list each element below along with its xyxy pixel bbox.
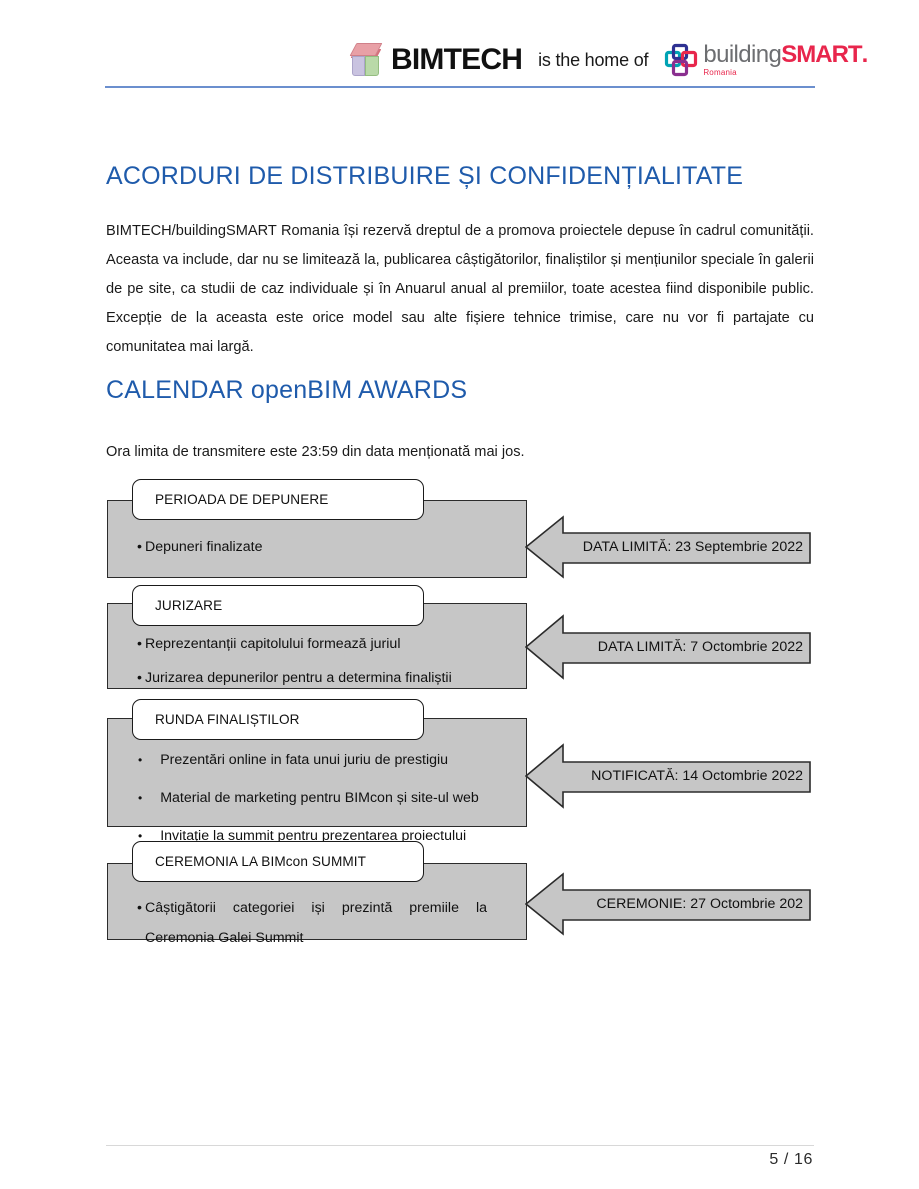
- bullet-glyph: •: [137, 539, 142, 555]
- buildingsmart-wordmark: building SMART . Romania: [703, 43, 868, 77]
- buildingsmart-region-text: Romania: [703, 68, 737, 77]
- list-item: • Material de marketing pentru BIMcon și…: [120, 788, 520, 808]
- buildingsmart-logo: building SMART . Romania: [664, 43, 868, 77]
- buildingsmart-smart-text: SMART: [781, 41, 862, 68]
- timeline-stage: PERIOADA DE DEPUNERE • Depuneri finaliza…: [107, 479, 527, 578]
- list-item-text: Invitație la summit pentru prezentarea p…: [160, 828, 467, 844]
- header-divider-rule: [105, 86, 815, 88]
- bullet-glyph: •: [138, 791, 143, 805]
- callout-text: CEREMONIE: 27 Octombrie 202: [596, 896, 803, 912]
- callout-text: NOTIFICATĂ: 14 Octombrie 2022: [591, 768, 803, 784]
- bullet-glyph: •: [138, 829, 143, 843]
- bimtech-logo: BIMTECH: [349, 42, 523, 78]
- bullet-glyph: •: [137, 670, 142, 686]
- paragraph-deadline-time: Ora limita de transmitere este 23:59 din…: [106, 443, 525, 460]
- stage-label: JURIZARE: [132, 585, 424, 626]
- timeline-callout: DATA LIMITĂ: 7 Octombrie 2022: [525, 613, 811, 681]
- stage-items: • Reprezentanții capitolului formează ju…: [137, 634, 517, 702]
- list-item-text: Material de marketing pentru BIMcon și s…: [160, 790, 479, 806]
- stage-label-text: RUNDA FINALIȘTILOR: [155, 712, 300, 727]
- interlocking-squares-icon: [664, 43, 698, 77]
- paragraph-confidentiality: BIMTECH/buildingSMART Romania își rezerv…: [106, 222, 814, 355]
- callout-text: DATA LIMITĂ: 23 Septembrie 2022: [582, 539, 803, 555]
- page-header: BIMTECH is the home of building SMART: [0, 0, 919, 92]
- stage-label-text: JURIZARE: [155, 598, 223, 613]
- list-item-text: Depuneri finalizate: [144, 539, 263, 555]
- timeline-stage: CEREMONIA LA BIMcon SUMMIT • Câștigători…: [107, 841, 527, 946]
- stage-label-text: PERIOADA DE DEPUNERE: [155, 492, 329, 507]
- bimtech-wordmark: BIMTECH: [391, 43, 523, 76]
- buildingsmart-period: .: [861, 41, 869, 68]
- bullet-glyph: •: [138, 753, 143, 767]
- stage-label: CEREMONIA LA BIMcon SUMMIT: [132, 841, 424, 882]
- list-item: • Depuneri finalizate: [137, 537, 497, 557]
- list-item: • Câștigătorii categoriei iși prezintă p…: [137, 893, 487, 953]
- list-item-text: Prezentări online in fata unui juriu de …: [160, 752, 449, 768]
- header-tagline: is the home of: [538, 49, 649, 70]
- stage-label-text: CEREMONIA LA BIMcon SUMMIT: [155, 854, 367, 869]
- page-heading-calendar: CALENDAR openBIM AWARDS: [106, 375, 468, 404]
- timeline-stage: RUNDA FINALIȘTILOR • Prezentări online i…: [107, 699, 527, 844]
- list-item-text: Reprezentanții capitolului formează juri…: [144, 636, 401, 652]
- stage-items: • Prezentări online in fata unui juriu d…: [120, 750, 520, 864]
- callout-text: DATA LIMITĂ: 7 Octombrie 2022: [597, 639, 803, 655]
- bullet-glyph: •: [137, 900, 142, 916]
- stage-items: • Depuneri finalizate: [137, 537, 497, 571]
- timeline-stage: JURIZARE • Reprezentanții capitolului fo…: [107, 585, 527, 689]
- timeline-callout: CEREMONIE: 27 Octombrie 202: [525, 871, 811, 937]
- buildingsmart-building-text: building: [703, 41, 782, 68]
- header-logo-group: BIMTECH is the home of building SMART: [349, 36, 868, 84]
- list-item: • Prezentări online in fata unui juriu d…: [120, 750, 520, 770]
- bullet-glyph: •: [137, 636, 142, 652]
- page-heading-acorduri: ACORDURI DE DISTRIBUIRE ȘI CONFIDENȚIALI…: [106, 161, 744, 190]
- stage-label: RUNDA FINALIȘTILOR: [132, 699, 424, 740]
- cube-icon: [349, 42, 383, 78]
- list-item: • Invitație la summit pentru prezentarea…: [120, 826, 520, 846]
- timeline-callout: NOTIFICATĂ: 14 Octombrie 2022: [525, 742, 811, 810]
- list-item-text: Jurizarea depunerilor pentru a determina…: [144, 670, 452, 686]
- footer-divider-rule: [106, 1145, 814, 1146]
- timeline-callout: DATA LIMITĂ: 23 Septembrie 2022: [525, 514, 811, 580]
- list-item: • Jurizarea depunerilor pentru a determi…: [137, 668, 517, 688]
- stage-label: PERIOADA DE DEPUNERE: [132, 479, 424, 520]
- stage-items: • Câștigătorii categoriei iși prezintă p…: [137, 893, 487, 967]
- page-number: 5 / 16: [769, 1151, 813, 1168]
- list-item-text: Câștigătorii categoriei iși prezintă pre…: [144, 900, 487, 946]
- list-item: • Reprezentanții capitolului formează ju…: [137, 634, 517, 654]
